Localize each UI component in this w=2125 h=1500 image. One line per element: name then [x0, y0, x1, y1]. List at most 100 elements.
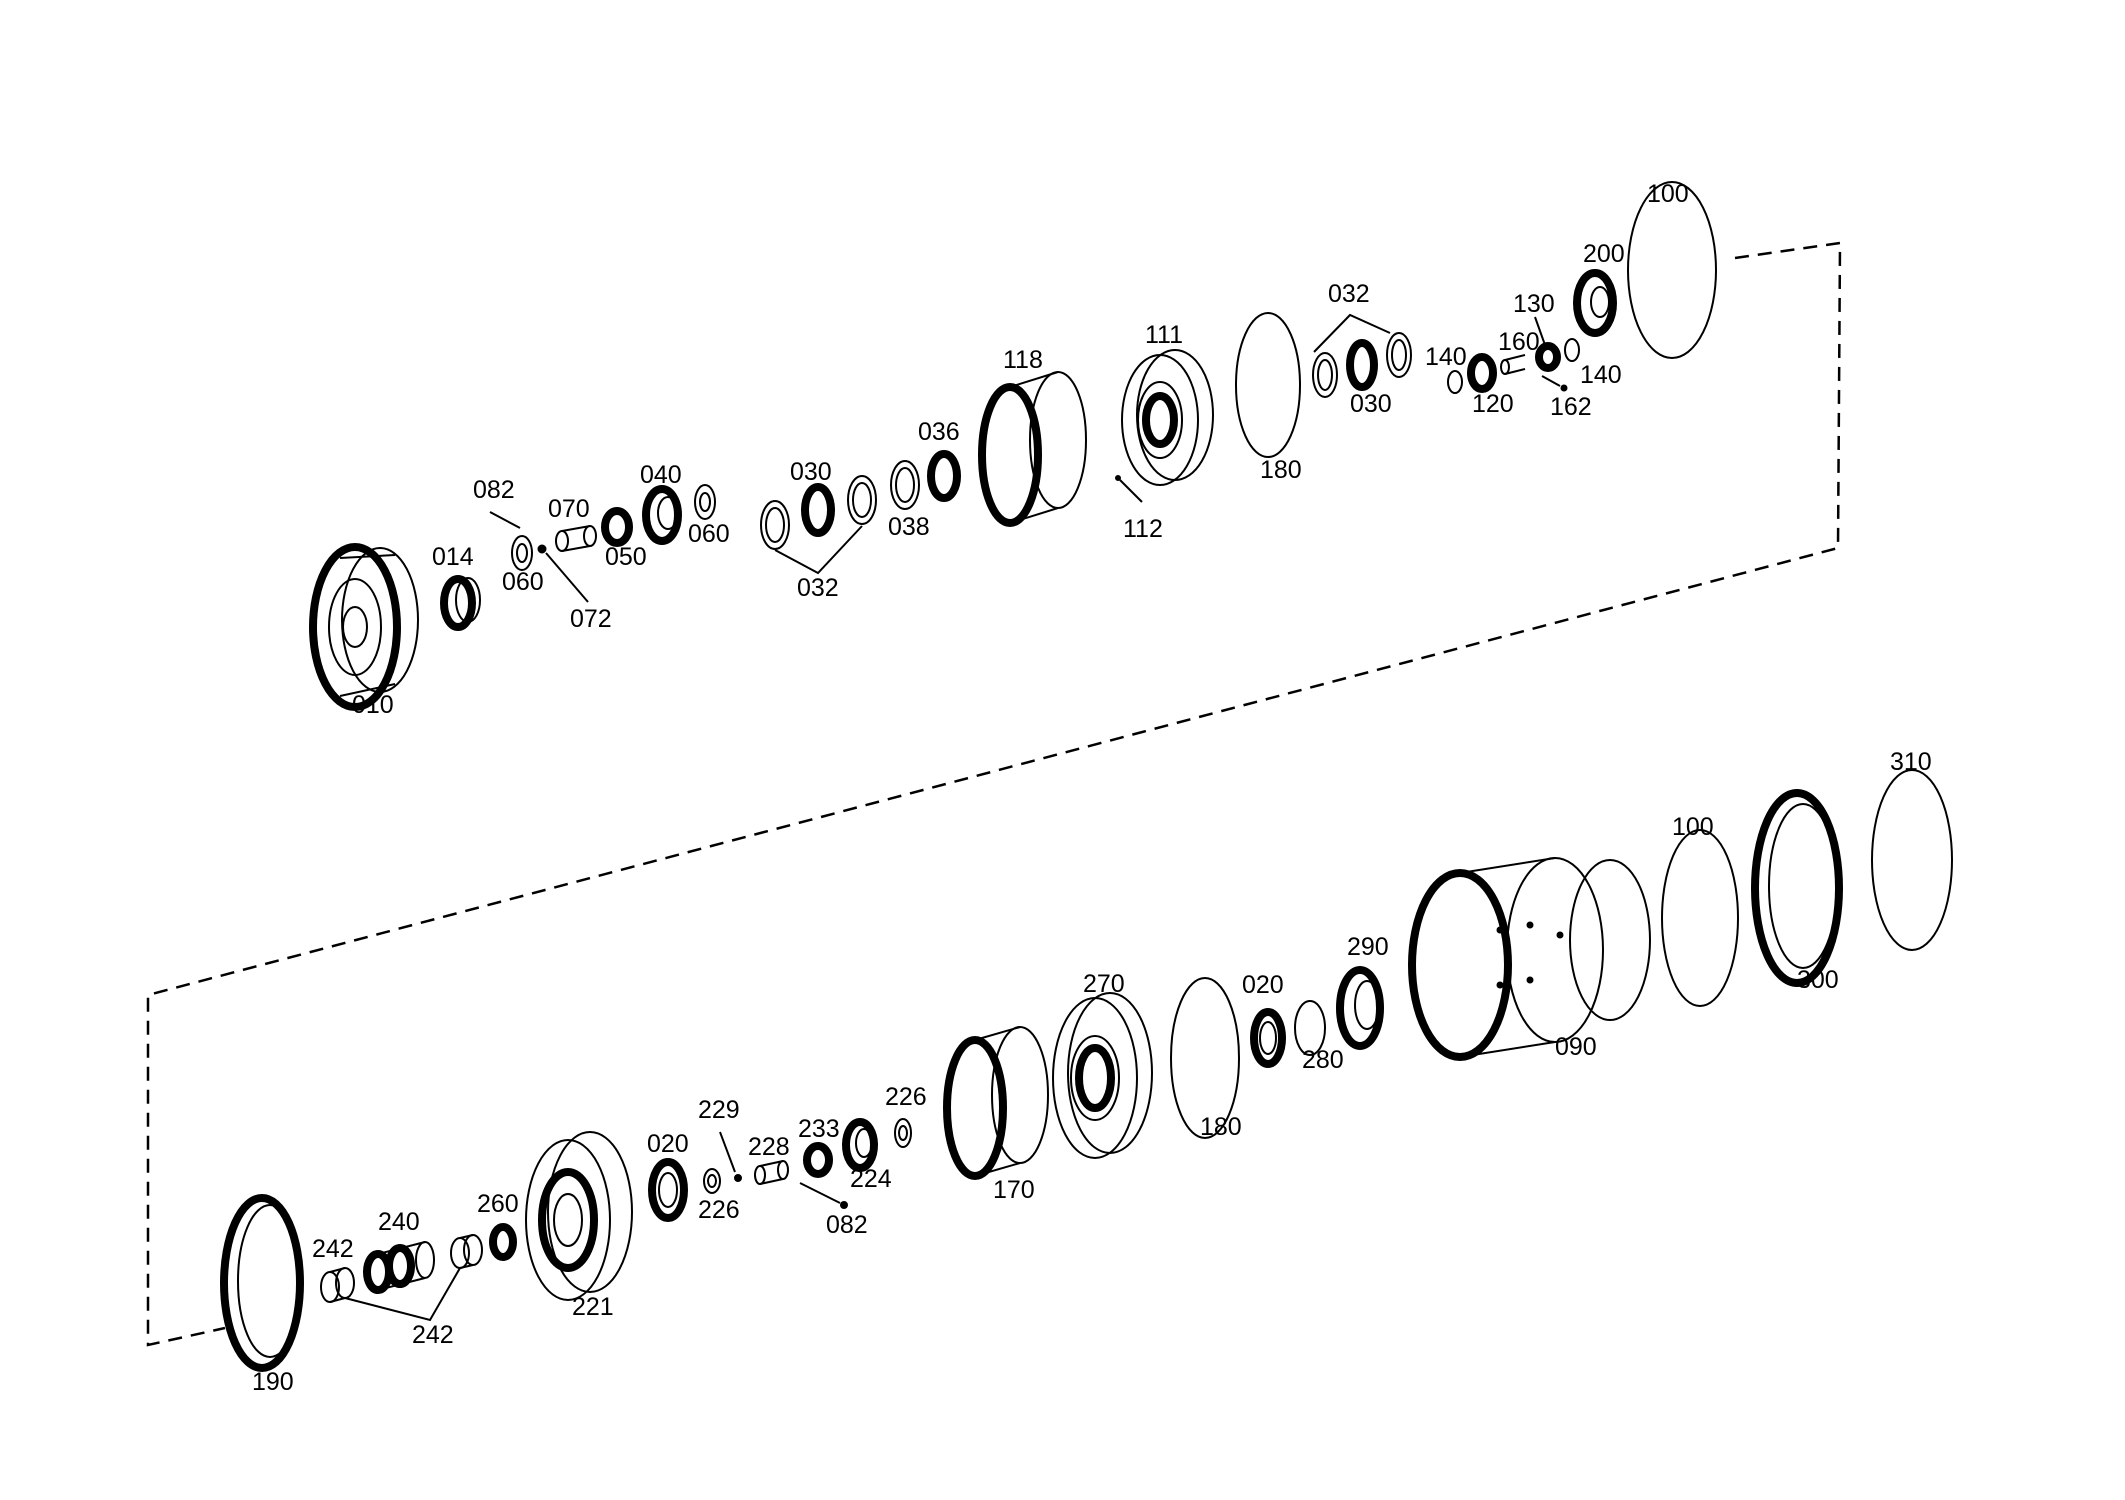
- leader-082b: [799, 1182, 841, 1204]
- part-270-piston: [1052, 992, 1153, 1159]
- part-060-washer-2: [694, 484, 716, 520]
- leader-032b: [1313, 313, 1391, 353]
- part-290-gear: [1336, 966, 1384, 1050]
- part-032-disc-d: [1386, 332, 1412, 378]
- part-260-ring: [489, 1223, 517, 1261]
- leader-130: [1534, 316, 1546, 346]
- label-120: 120: [1472, 390, 1514, 418]
- leader-162: [1541, 375, 1561, 387]
- label-082a: 082: [473, 476, 515, 504]
- label-229: 229: [698, 1096, 740, 1124]
- leader-112: [1119, 479, 1143, 503]
- part-090-clutch-drum: [1408, 857, 1651, 1061]
- label-140b: 140: [1580, 361, 1622, 389]
- part-226-washer-a: [703, 1168, 721, 1194]
- part-014-sleeve: [440, 575, 481, 631]
- label-140a: 140: [1425, 343, 1467, 371]
- label-100b: 100: [1672, 813, 1714, 841]
- label-030a: 030: [790, 458, 832, 486]
- part-030-ring-b: [1346, 339, 1378, 391]
- part-190-ring-gear: [220, 1194, 304, 1372]
- part-229-ball: [734, 1174, 742, 1182]
- leader-229: [719, 1131, 736, 1173]
- part-050-needle-bearing: [601, 507, 633, 547]
- label-020a: 020: [647, 1130, 689, 1158]
- leader-072: [545, 552, 589, 603]
- part-060-washer: [511, 535, 533, 571]
- label-090: 090: [1555, 1033, 1597, 1061]
- label-280: 280: [1302, 1046, 1344, 1074]
- label-170: 170: [993, 1176, 1035, 1204]
- part-242-bushing-b: [450, 1234, 483, 1269]
- part-140-washer-a: [1447, 370, 1463, 394]
- part-010-housing: [309, 543, 419, 711]
- label-300: 300: [1797, 966, 1839, 994]
- label-242b: 242: [412, 1321, 454, 1349]
- label-233: 233: [798, 1115, 840, 1143]
- label-072: 072: [570, 605, 612, 633]
- part-170-drum: [943, 1026, 1049, 1180]
- label-038: 038: [888, 513, 930, 541]
- part-140-washer-b: [1564, 338, 1580, 362]
- label-032b: 032: [1328, 280, 1370, 308]
- leader-082a: [489, 511, 521, 529]
- part-040-gear: [642, 485, 682, 545]
- part-300-ring-gear: [1751, 789, 1843, 987]
- label-240: 240: [378, 1208, 420, 1236]
- label-036: 036: [918, 418, 960, 446]
- part-036-ring: [927, 450, 961, 502]
- label-162: 162: [1550, 393, 1592, 421]
- part-030-ring-a: [801, 483, 835, 537]
- part-130-needle-bearing: [1535, 342, 1561, 372]
- label-242a: 242: [312, 1235, 354, 1263]
- part-111-carrier: [1121, 349, 1214, 486]
- label-040: 040: [640, 461, 682, 489]
- part-226-washer-b: [894, 1118, 912, 1148]
- part-180-snap-ring-b: [1170, 977, 1240, 1139]
- part-100-snap-ring-b: [1661, 829, 1739, 1007]
- part-112-ball: [1115, 475, 1121, 481]
- label-050: 050: [605, 543, 647, 571]
- label-290: 290: [1347, 933, 1389, 961]
- part-072-ball: [537, 544, 547, 554]
- part-224-gear: [842, 1118, 878, 1172]
- label-100a: 100: [1647, 180, 1689, 208]
- part-233-needle-bearing: [803, 1142, 833, 1178]
- label-226b: 226: [885, 1083, 927, 1111]
- label-060a: 060: [502, 568, 544, 596]
- part-160-pin: [1500, 354, 1526, 375]
- label-221: 221: [572, 1293, 614, 1321]
- part-162-ball: [1560, 384, 1568, 392]
- part-032-disc-a: [760, 500, 790, 550]
- label-010: 010: [352, 691, 394, 719]
- part-221-carrier: [525, 1131, 633, 1301]
- part-120-gear: [1467, 353, 1497, 393]
- label-060b: 060: [688, 520, 730, 548]
- label-190: 190: [252, 1368, 294, 1396]
- label-180b: 180: [1200, 1113, 1242, 1141]
- label-180a: 180: [1260, 456, 1302, 484]
- label-014: 014: [432, 543, 474, 571]
- label-200: 200: [1583, 240, 1625, 268]
- label-082b: 082: [826, 1211, 868, 1239]
- label-226a: 226: [698, 1196, 740, 1224]
- part-020-bearing-a: [648, 1158, 688, 1222]
- part-242-bushing-a: [320, 1267, 355, 1303]
- part-118-drum: [978, 371, 1087, 527]
- label-112: 112: [1123, 515, 1163, 543]
- part-240-shaft: [363, 1241, 435, 1294]
- part-032-disc-c: [1312, 352, 1338, 398]
- label-111: 111: [1145, 321, 1183, 349]
- label-260: 260: [477, 1190, 519, 1218]
- part-070-pin: [555, 525, 597, 552]
- part-180-snap-ring: [1235, 312, 1301, 458]
- part-310-snap-ring: [1871, 769, 1953, 951]
- part-100-snap-ring: [1627, 181, 1717, 359]
- part-020-bearing-b: [1250, 1008, 1286, 1068]
- part-228-pin: [754, 1160, 789, 1185]
- leader-242: [344, 1267, 461, 1322]
- label-070: 070: [548, 495, 590, 523]
- part-038-washer: [890, 460, 920, 510]
- label-130: 130: [1513, 290, 1555, 318]
